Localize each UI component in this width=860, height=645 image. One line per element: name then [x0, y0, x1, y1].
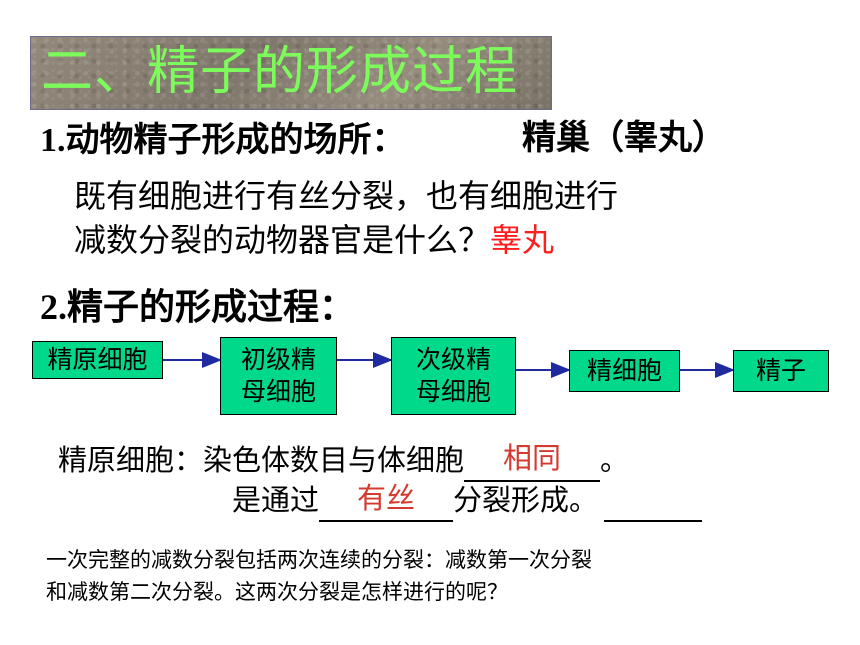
flow-box-spermatid: 精细胞: [569, 350, 680, 392]
question-answer: 睾丸: [490, 221, 555, 259]
flow-box-2-line1: 初级精: [240, 345, 316, 374]
blank2: 有丝: [319, 480, 454, 522]
section2-heading-text: 精子的形成过程：: [67, 287, 356, 328]
title-banner: 二、精子的形成过程: [30, 36, 552, 110]
flow-box-primary-spermatocyte: 初级精母细胞: [220, 337, 337, 415]
fill-in-line1-suffix: 。: [600, 443, 630, 477]
section1-answer: 精巢（睾丸）: [522, 118, 726, 158]
flow-box-spermatogonium: 精原细胞: [32, 341, 163, 379]
flow-box-2-line2: 母细胞: [240, 377, 316, 406]
section2-heading: 2.精子的形成过程：: [40, 284, 355, 331]
note-line1: 一次完整的减数分裂包括两次连续的分裂：减数第一次分裂: [46, 548, 592, 572]
fill-in-line1-prefix: 精原细胞：染色体数目与体细胞: [58, 443, 465, 477]
blank3: [604, 480, 703, 522]
section1-heading-text: 动物精子形成的场所：: [65, 120, 406, 160]
flow-box-3-line1: 次级精: [415, 345, 491, 374]
question-line2: 减数分裂的动物器官是什么？睾丸: [74, 218, 618, 262]
flow-box-1-line1: 精原细胞: [47, 345, 148, 374]
question-paragraph: 既有细胞进行有丝分裂，也有细胞进行 减数分裂的动物器官是什么？睾丸: [74, 174, 618, 262]
section1-number: 1.: [40, 122, 66, 159]
section2-number: 2.: [40, 287, 67, 327]
blank2-answer: 有丝: [357, 481, 416, 515]
flow-box-5-line1: 精子: [755, 356, 806, 385]
question-line2-text: 减数分裂的动物器官是什么？: [74, 221, 491, 259]
fill-in-line2-suffix: 分裂形成。: [453, 483, 599, 517]
flow-box-4-line1: 精细胞: [586, 356, 662, 385]
fill-in-line2: 是通过 有丝 分裂形成。: [232, 480, 703, 522]
flow-box-3-line2: 母细胞: [415, 377, 491, 406]
blank1: 相同: [464, 440, 601, 482]
blank1-answer: 相同: [503, 441, 562, 475]
note-paragraph: 一次完整的减数分裂包括两次连续的分裂：减数第一次分裂 和减数第二次分裂。这两次分…: [46, 544, 592, 608]
fill-in-line1: 精原细胞：染色体数目与体细胞 相同 。: [58, 440, 629, 482]
note-line2: 和减数第二次分裂。这两次分裂是怎样进行的呢？: [46, 580, 508, 604]
flow-box-secondary-spermatocyte: 次级精母细胞: [391, 337, 516, 415]
fill-in-line2-prefix: 是通过: [232, 483, 320, 517]
question-line1: 既有细胞进行有丝分裂，也有细胞进行: [74, 177, 619, 215]
flow-box-sperm: 精子: [733, 350, 829, 392]
section1-heading: 1.动物精子形成的场所：: [40, 118, 406, 163]
slide-title: 二、精子的形成过程: [41, 42, 519, 102]
